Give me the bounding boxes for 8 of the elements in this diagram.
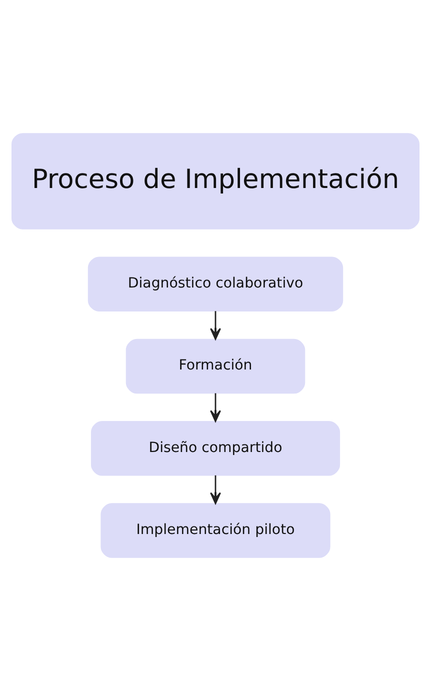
arrow	[210, 311, 221, 340]
node-box: Diseño compartido	[90, 421, 340, 476]
node-box: Formación	[126, 338, 306, 394]
arrow	[210, 393, 221, 422]
node-box: Diagnóstico colaborativo	[88, 256, 344, 312]
node-box: Proceso de Implementación	[11, 133, 420, 230]
node-box: Implementación piloto	[100, 503, 330, 558]
arrow	[210, 475, 221, 504]
